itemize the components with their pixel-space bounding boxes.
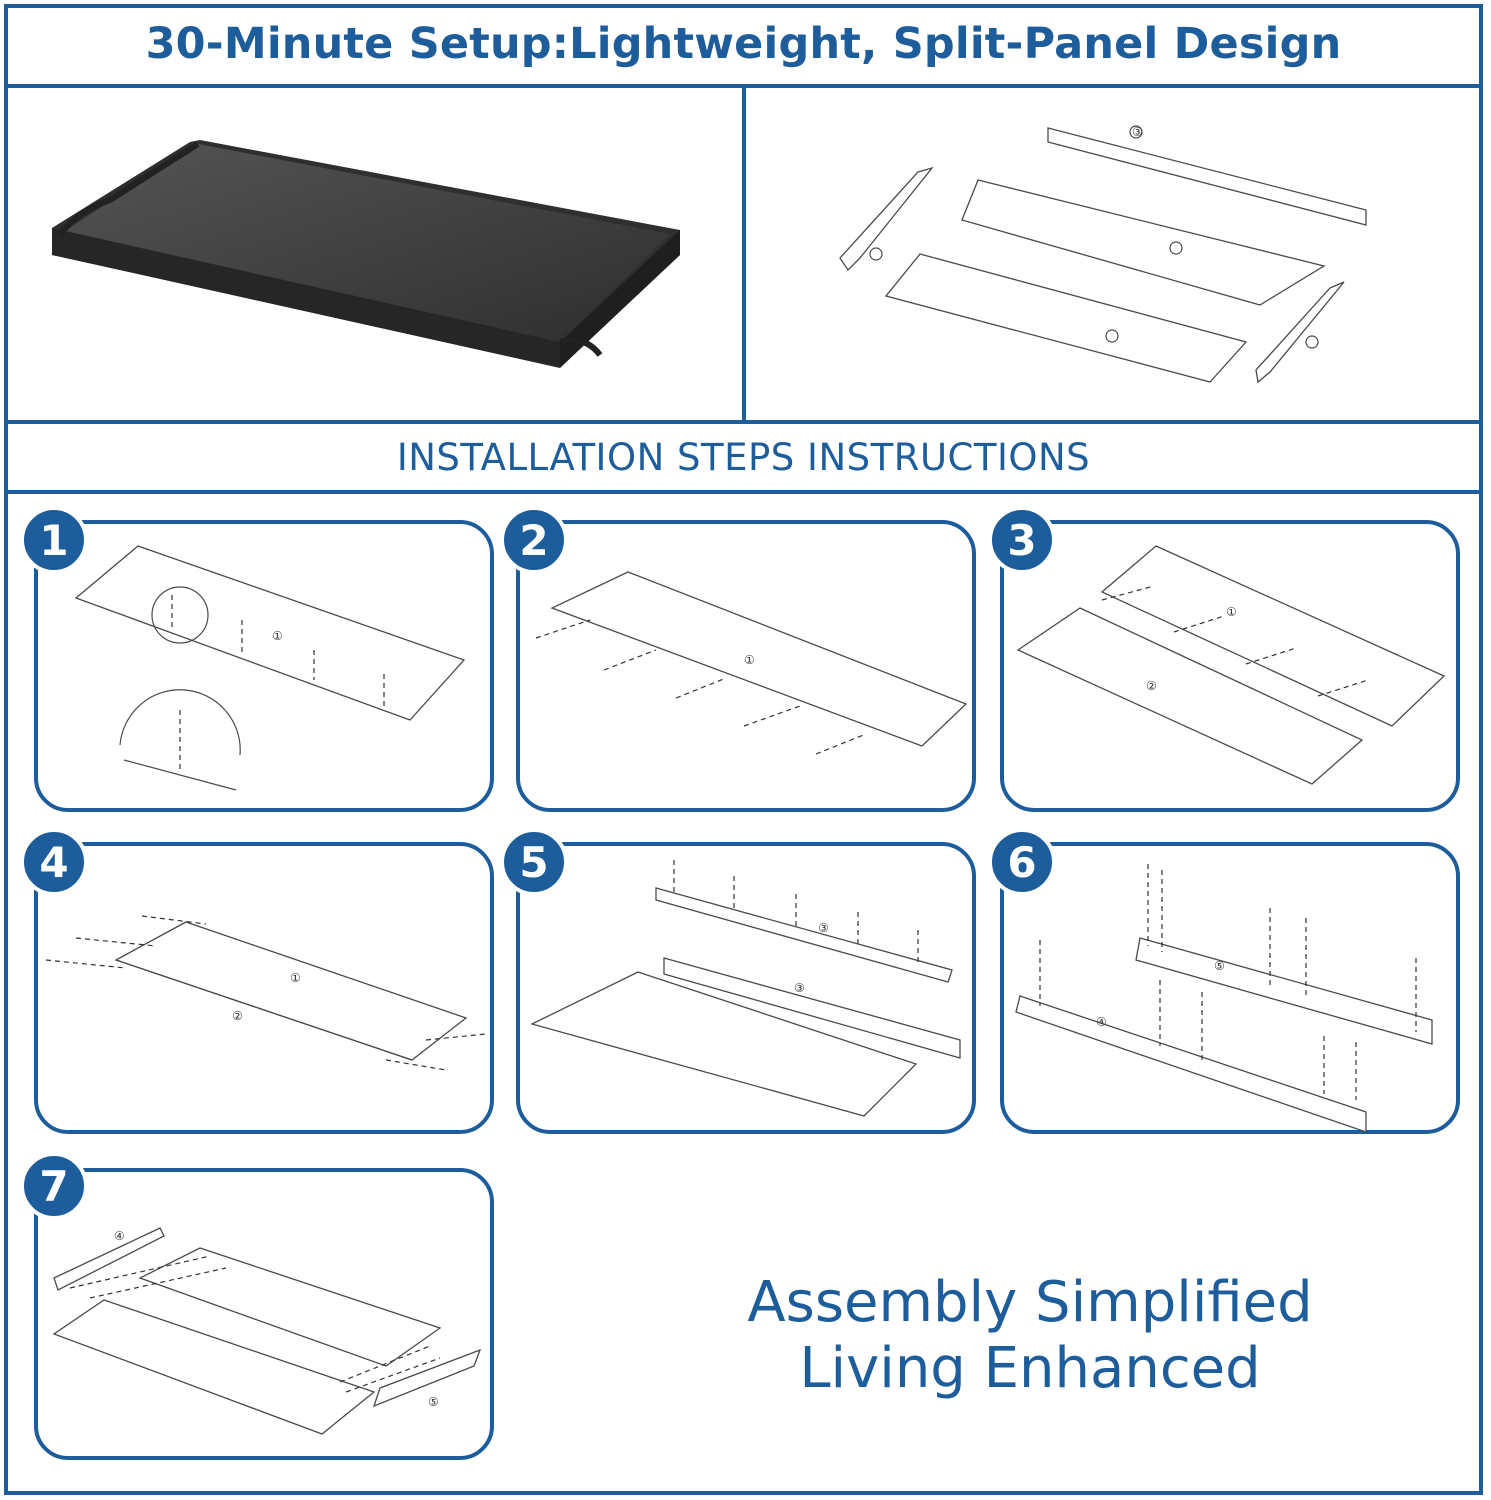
- step-6-diagram: ⑤ ④: [1015, 864, 1433, 1133]
- title-bar: 30-Minute Setup:Lightweight, Split-Panel…: [4, 4, 1483, 88]
- svg-text:①: ①: [290, 971, 301, 985]
- svg-text:①: ①: [1226, 605, 1237, 619]
- tagline-line-1: Assembly Simplified: [747, 1270, 1313, 1335]
- svg-text:④: ④: [114, 1229, 125, 1243]
- svg-text:②: ②: [232, 1009, 243, 1023]
- svg-text:⑤: ⑤: [1214, 959, 1225, 973]
- svg-text:②: ②: [1146, 679, 1157, 693]
- tagline: Assembly Simplified Living Enhanced: [600, 1270, 1460, 1402]
- exploded-parts-diagram: ③: [839, 125, 1367, 384]
- step-2-diagram: ①: [535, 571, 968, 755]
- svg-text:③: ③: [818, 921, 829, 935]
- svg-text:①: ①: [272, 629, 283, 643]
- section-heading-bar: INSTALLATION STEPS INSTRUCTIONS: [4, 424, 1483, 494]
- step-4-diagram: ① ②: [45, 915, 487, 1071]
- outer-frame: [4, 4, 1483, 1495]
- svg-text:③: ③: [1132, 125, 1143, 139]
- step-5-diagram: ③ ③: [530, 860, 961, 1117]
- step-1-diagram: ①: [74, 545, 466, 791]
- step-3-badge: 3: [988, 506, 1056, 574]
- step-2-badge: 2: [500, 506, 568, 574]
- svg-text:④: ④: [1096, 1015, 1107, 1029]
- step-3-diagram: ① ②: [1016, 545, 1446, 785]
- step-1-badge: 1: [20, 506, 88, 574]
- step-5-badge: 5: [500, 828, 568, 896]
- page-title: 30-Minute Setup:Lightweight, Split-Panel…: [145, 19, 1342, 69]
- tagline-line-2: Living Enhanced: [799, 1336, 1261, 1401]
- svg-text:③: ③: [794, 981, 805, 995]
- section-heading: INSTALLATION STEPS INSTRUCTIONS: [396, 435, 1091, 479]
- step-7-diagram: ④ ⑤: [52, 1227, 482, 1435]
- assembled-product-image: [52, 140, 680, 368]
- step-4-badge: 4: [20, 828, 88, 896]
- step-7-badge: 7: [20, 1152, 88, 1220]
- step-6-badge: 6: [988, 828, 1056, 896]
- svg-text:⑤: ⑤: [428, 1395, 439, 1409]
- product-showcase-divider: [742, 88, 746, 424]
- svg-text:①: ①: [744, 653, 755, 667]
